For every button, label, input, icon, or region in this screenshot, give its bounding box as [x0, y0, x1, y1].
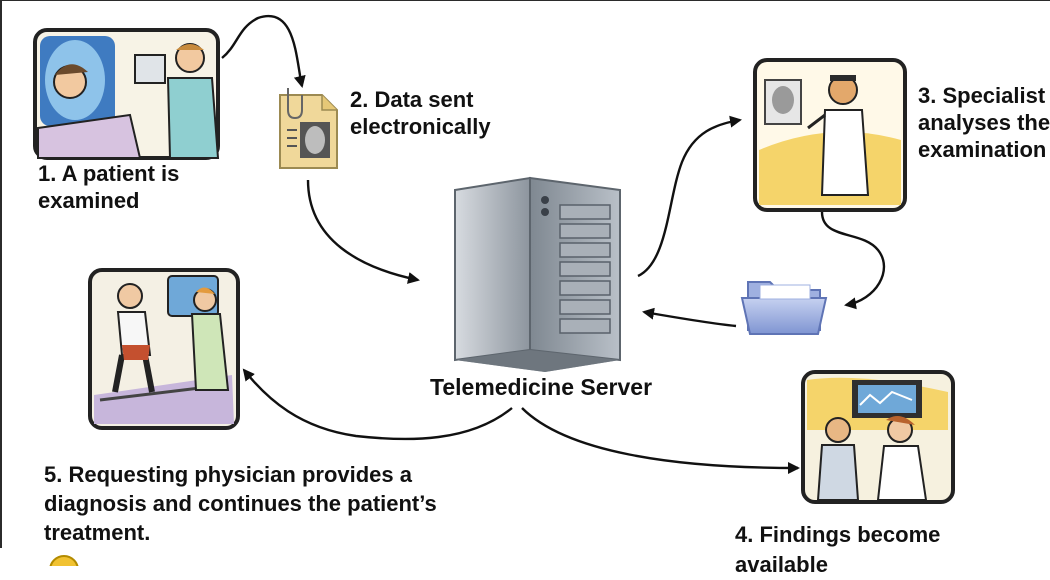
step-5-line-3: treatment.: [44, 520, 151, 545]
step-5-line-1: 5. Requesting physician provides a: [44, 462, 412, 487]
step-2-line-1: 2. Data sent: [350, 87, 474, 112]
partial-circle-icon: [49, 555, 79, 566]
step-1-label: 1. A patient is examined: [38, 160, 179, 214]
findings-illustration: [801, 370, 955, 504]
step-1-line-1: 1. A patient is: [38, 161, 180, 186]
step-5-line-2: diagnosis and continues the patient’s: [44, 491, 437, 516]
step-3-line-3: examination: [918, 137, 1047, 162]
step-4-label: 4. Findings become available: [735, 520, 940, 580]
arrow-server-to-findings: [521, 407, 800, 474]
outer-frame: [0, 0, 1050, 548]
flow-arrows: [221, 14, 886, 474]
patient-exam-illustration: [33, 28, 220, 160]
server-label: Telemedicine Server: [430, 374, 653, 400]
step-5-label: 5. Requesting physician provides a diagn…: [44, 460, 437, 547]
arrow-server-to-specialist: [637, 115, 742, 278]
step-2-label: 2. Data sent electronically: [350, 86, 491, 140]
specialist-illustration: [753, 58, 907, 212]
arrow-server-to-physician: [242, 368, 513, 441]
telemedicine-server-icon: [454, 176, 621, 372]
step-3-label: 3. Specialist analyses the examination: [918, 82, 1050, 163]
arrow-patient-to-data: [221, 14, 306, 88]
step-1-line-2: examined: [38, 188, 140, 213]
document-icon: [279, 88, 338, 169]
physician-treatment-illustration: [88, 268, 240, 430]
arrow-folder-to-server: [642, 307, 737, 328]
step-2-line-2: electronically: [350, 114, 491, 139]
step-3-line-2: analyses the: [918, 110, 1050, 135]
arrow-data-to-server: [306, 179, 420, 284]
step-3-line-1: 3. Specialist: [918, 83, 1046, 108]
folder-icon: [740, 281, 828, 335]
diagram-canvas: [0, 0, 1050, 548]
step-4-line-2: available: [735, 552, 828, 577]
step-4-line-1: 4. Findings become: [735, 522, 941, 547]
arrow-specialist-to-folder: [820, 211, 886, 310]
